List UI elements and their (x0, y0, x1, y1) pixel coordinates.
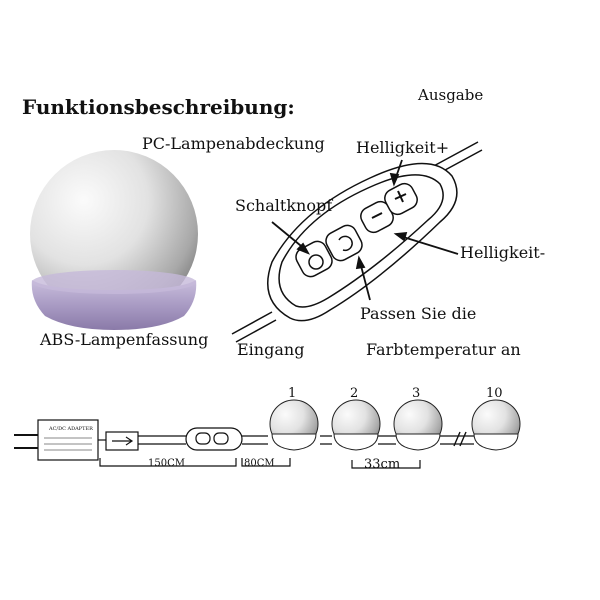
minus-icon (371, 212, 383, 219)
cable-length-2: 80CM (244, 458, 275, 469)
cable-length-1: 150CM (148, 458, 185, 469)
abs-base-shape (31, 280, 197, 330)
strip-bulb-2 (331, 399, 381, 451)
controller-illustration (231, 141, 483, 343)
label-brightness-up: Helligkeit+ (356, 138, 450, 157)
strip-bulb-3 (393, 399, 443, 451)
bulb-number-1: 1 (288, 386, 296, 401)
color-temp-icon (338, 235, 353, 252)
bulb-number-10: 10 (486, 386, 503, 401)
strip-bulb-1 (269, 399, 319, 451)
pointer-arrows (271, 159, 459, 301)
usb-icon (112, 436, 134, 446)
strip-bulbs (269, 399, 521, 451)
label-pc-cover: PC-Lampenabdeckung (142, 134, 325, 153)
label-abs-base: ABS-Lampenfassung (40, 330, 209, 349)
bulb-number-3: 3 (412, 386, 420, 401)
label-input: Eingang (237, 340, 305, 359)
bulb-spacing: 33cm (364, 457, 400, 472)
page-title: Funktionsbeschreibung: (22, 95, 295, 119)
label-adjust-line2: Farbtemperatur an (366, 340, 521, 359)
adapter-title: AC/DC ADAPTER (48, 426, 93, 432)
label-switch-button: Schaltknopf (235, 196, 333, 215)
power-icon (308, 254, 324, 270)
bulb-illustration (30, 150, 198, 330)
label-output: Ausgabe (418, 86, 484, 104)
label-brightness-down: Helligkeit- (460, 243, 546, 262)
strip-diagram (14, 419, 474, 469)
strip-bulb-10 (471, 399, 521, 451)
label-adjust-line1: Passen Sie die (360, 304, 477, 323)
plus-icon (394, 190, 407, 203)
cable-break (453, 431, 467, 447)
bulb-number-2: 2 (350, 386, 358, 401)
adapter-box (37, 419, 99, 461)
